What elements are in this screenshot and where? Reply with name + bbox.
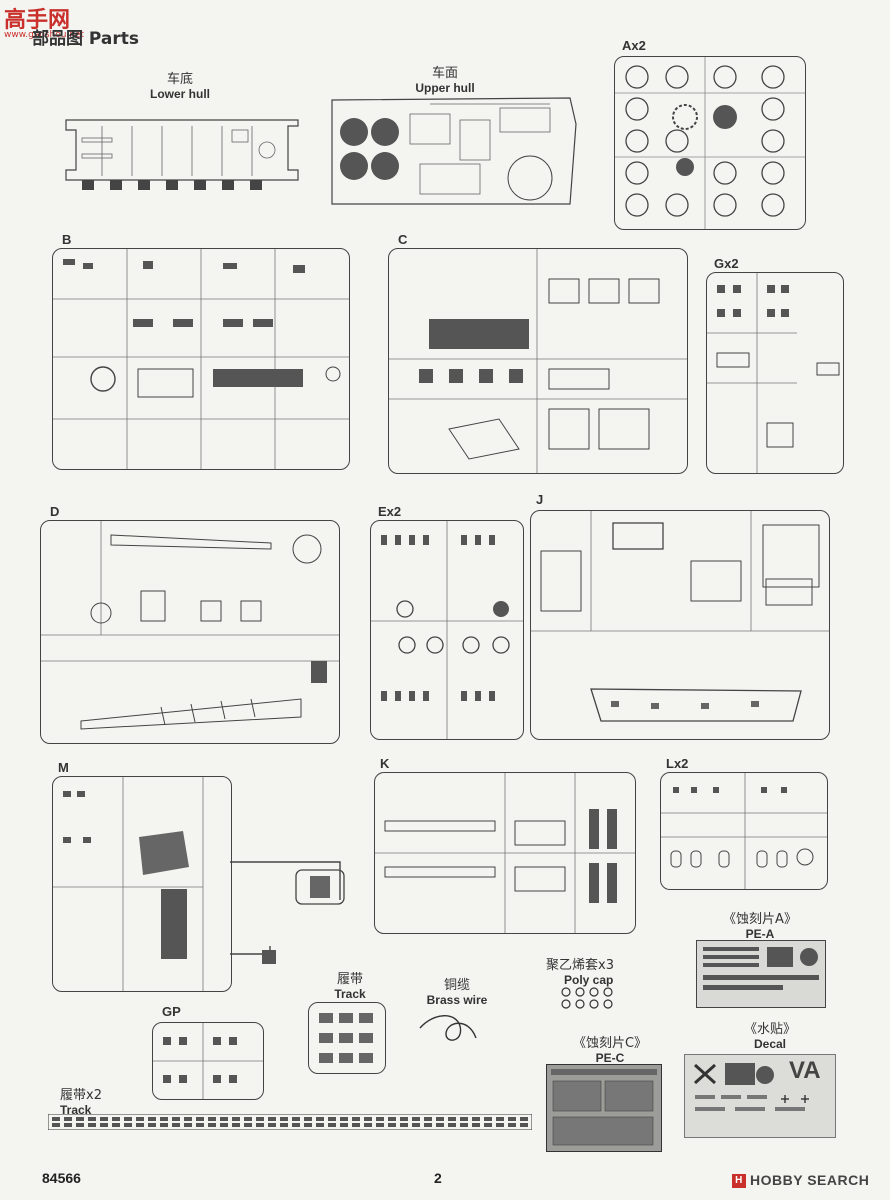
decal-label: 《水贴》 Decal	[720, 1018, 820, 1051]
sprue-g-label: Gx2	[714, 256, 739, 271]
sprue-b-parts	[53, 249, 349, 469]
page-title: 部品图 Parts	[32, 24, 139, 49]
poly-cap-drawing	[561, 987, 613, 1009]
sprue-a-wheels	[615, 57, 805, 229]
pe-c-cn: 《蚀刻片C》	[572, 1036, 648, 1051]
sprue-d-label: D	[50, 504, 60, 519]
sprue-a-label: Ax2	[622, 38, 646, 53]
sprue-c	[388, 248, 688, 474]
brass-wire-en: Brass wire	[426, 993, 488, 1007]
decal-en: Decal	[753, 1037, 787, 1051]
sprue-c-label: C	[398, 232, 408, 247]
track-strip	[47, 1113, 533, 1131]
track-sprue-links	[319, 1013, 373, 1063]
track-sprue	[308, 1002, 386, 1074]
sprue-e-label: Ex2	[378, 504, 402, 519]
sprue-j-label: J	[536, 492, 544, 507]
pe-a-label: 《蚀刻片A》 PE-A	[700, 908, 820, 941]
track-single-cn: 履带	[336, 972, 363, 987]
sprue-m-extension	[230, 850, 350, 970]
sprue-b	[52, 248, 350, 470]
poly-cap-label: 聚乙烯套x3 Poly cap	[546, 954, 614, 987]
sprue-d	[40, 520, 340, 744]
sprue-k	[374, 772, 636, 934]
hobby-search-logo-icon: H	[732, 1174, 746, 1189]
sprue-e-parts	[371, 521, 523, 739]
pe-a-en: PE-A	[745, 927, 775, 941]
poly-cap-cn: 聚乙烯套	[546, 958, 599, 973]
sprue-k-label: K	[380, 756, 390, 771]
pe-a-parts	[703, 947, 819, 990]
sprue-gp-label: GP	[162, 1004, 181, 1019]
lower-hull-drawing	[65, 119, 299, 190]
upper-hull-label: 车面 Upper hull	[385, 62, 505, 95]
sprue-m-label: M	[58, 760, 69, 775]
poly-cap-qty: x3	[598, 958, 614, 973]
lower-hull-label: 车底 Lower hull	[120, 68, 240, 101]
sprue-m-ext-drawing	[230, 861, 345, 964]
track-single-en: Track	[334, 987, 366, 1001]
brass-wire-drawing	[419, 1015, 477, 1041]
sprue-gp	[152, 1022, 264, 1100]
track-strip-links	[47, 1113, 533, 1131]
poly-cap-part	[558, 986, 614, 1010]
page-title-en: Parts	[88, 29, 140, 49]
sprue-l	[660, 772, 828, 890]
page-number: 2	[434, 1170, 442, 1186]
sprue-k-parts	[375, 773, 635, 933]
watermark-url: www.gaoshou.net	[4, 30, 85, 40]
decal-logo: VA	[789, 1057, 821, 1084]
sprue-j	[530, 510, 830, 740]
decal-markings	[693, 1063, 809, 1111]
sprue-l-label: Lx2	[666, 756, 689, 771]
upper-hull-drawing	[331, 97, 577, 205]
hobby-search-watermark: H HOBBY SEARCH	[732, 1172, 870, 1189]
hobby-search-text: HOBBY SEARCH	[750, 1172, 870, 1188]
brass-wire-part	[416, 1008, 486, 1048]
sprue-a	[614, 56, 806, 230]
track-single-label: 履带 Track	[320, 968, 380, 1001]
upper-hull-part	[330, 94, 580, 210]
sprue-l-parts	[661, 773, 827, 889]
sprue-g	[706, 272, 844, 474]
sprue-m-parts	[53, 777, 204, 991]
track-double-cn: 履带x2	[60, 1088, 102, 1103]
sprue-g-parts	[707, 273, 840, 473]
brass-wire-cn: 铜缆	[443, 978, 470, 993]
pe-a-fret	[696, 940, 826, 1008]
decal-cn: 《水贴》	[743, 1022, 796, 1037]
sprue-gp-parts	[153, 1023, 263, 1099]
page-title-cn: 部品图	[32, 29, 83, 49]
track-double-label: 履带x2 Track	[60, 1084, 102, 1117]
pe-c-en: PE-C	[595, 1051, 625, 1065]
pe-c-fret	[546, 1064, 662, 1152]
watermark: 高手网 www.gaoshou.net	[4, 2, 84, 40]
sprue-m	[52, 776, 232, 992]
sprue-b-label: B	[62, 232, 72, 247]
lower-hull-part	[62, 100, 302, 200]
sprue-d-parts	[41, 521, 339, 730]
sprue-e	[370, 520, 524, 740]
lower-hull-en: Lower hull	[150, 87, 210, 101]
upper-hull-cn: 车面	[431, 66, 458, 81]
pe-c-label: 《蚀刻片C》 PE-C	[550, 1032, 670, 1065]
brass-wire-label: 铜缆 Brass wire	[422, 974, 492, 1007]
lower-hull-cn: 车底	[166, 72, 193, 87]
pe-a-cn: 《蚀刻片A》	[723, 912, 797, 927]
upper-hull-en: Upper hull	[415, 81, 475, 95]
decal-sheet: VA	[684, 1054, 836, 1138]
pe-c-parts	[551, 1069, 657, 1146]
poly-cap-en: Poly cap	[564, 973, 614, 987]
sprue-j-parts	[531, 511, 829, 722]
sprue-c-parts	[389, 249, 687, 473]
watermark-brand: 高手网	[4, 8, 71, 33]
product-code: 84566	[42, 1170, 81, 1186]
